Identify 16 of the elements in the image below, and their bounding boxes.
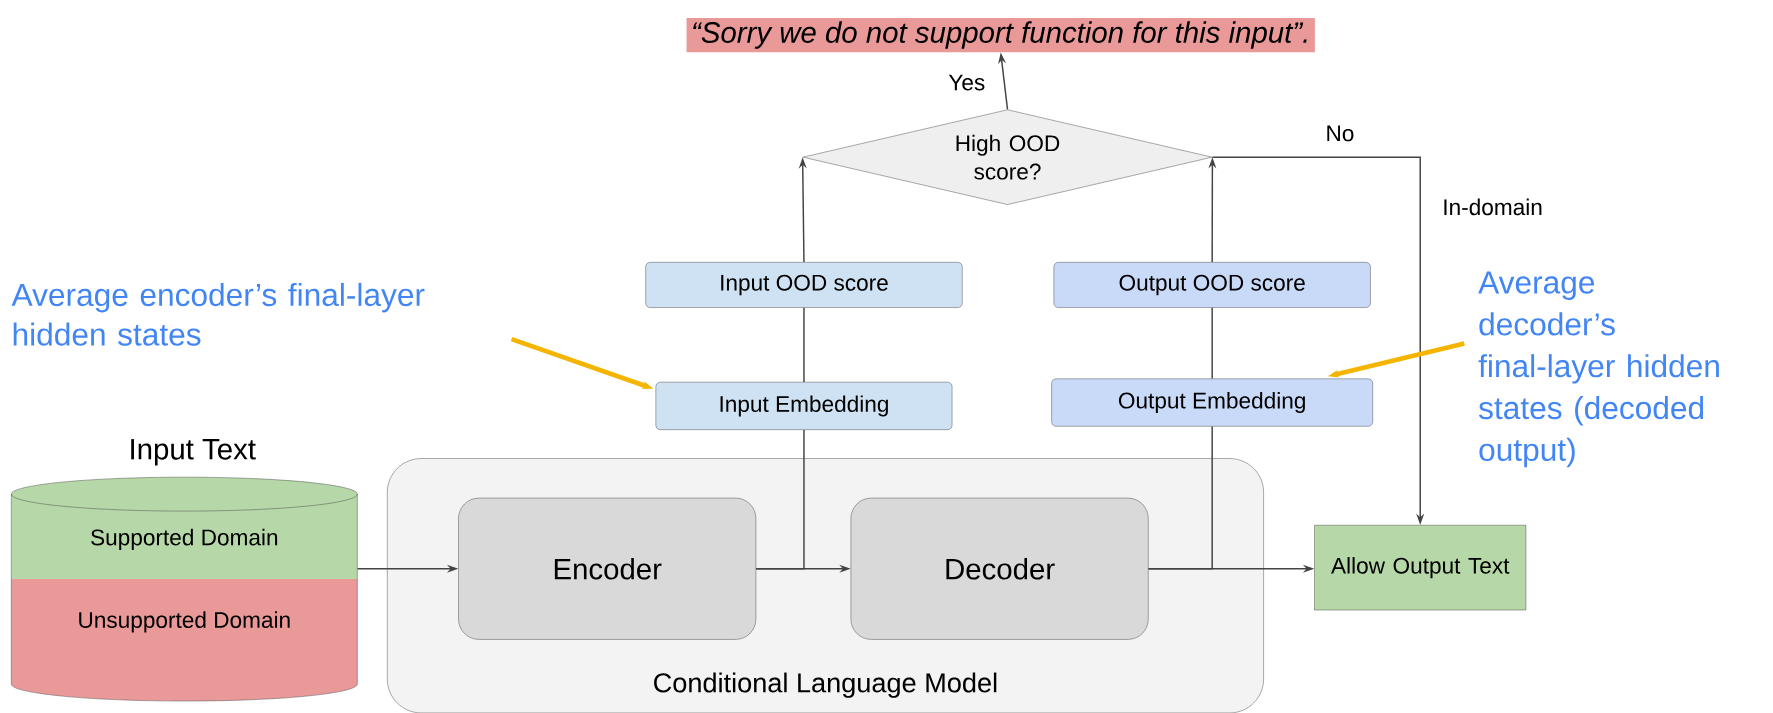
process-box: Allow Output Text (1314, 524, 1527, 611)
process-box: Input Embedding (655, 381, 953, 430)
edge-label: Yes (946, 72, 988, 93)
model-block: Encoder (458, 497, 757, 640)
annotation-text: Average encoder’s final-layer hidden states (11, 282, 425, 346)
annotation-text: Average decoder’s final-layer hidden states (decoded output) (1478, 271, 1719, 468)
process-box: Output Embedding (1051, 378, 1373, 427)
branch-label: In-domain (1444, 198, 1542, 215)
model-block: Decoder (850, 497, 1149, 640)
band-label: Unsupported Domain (79, 611, 290, 633)
cylinder-label: Input Text (131, 438, 256, 466)
process-box: Input OOD score (645, 261, 963, 308)
band-label: Supported Domain (91, 528, 278, 550)
process-box: Output OOD score (1053, 261, 1371, 308)
edge-label: No (1323, 123, 1357, 144)
message-banner: “Sorry we do not support function for this input”. (686, 17, 1315, 52)
